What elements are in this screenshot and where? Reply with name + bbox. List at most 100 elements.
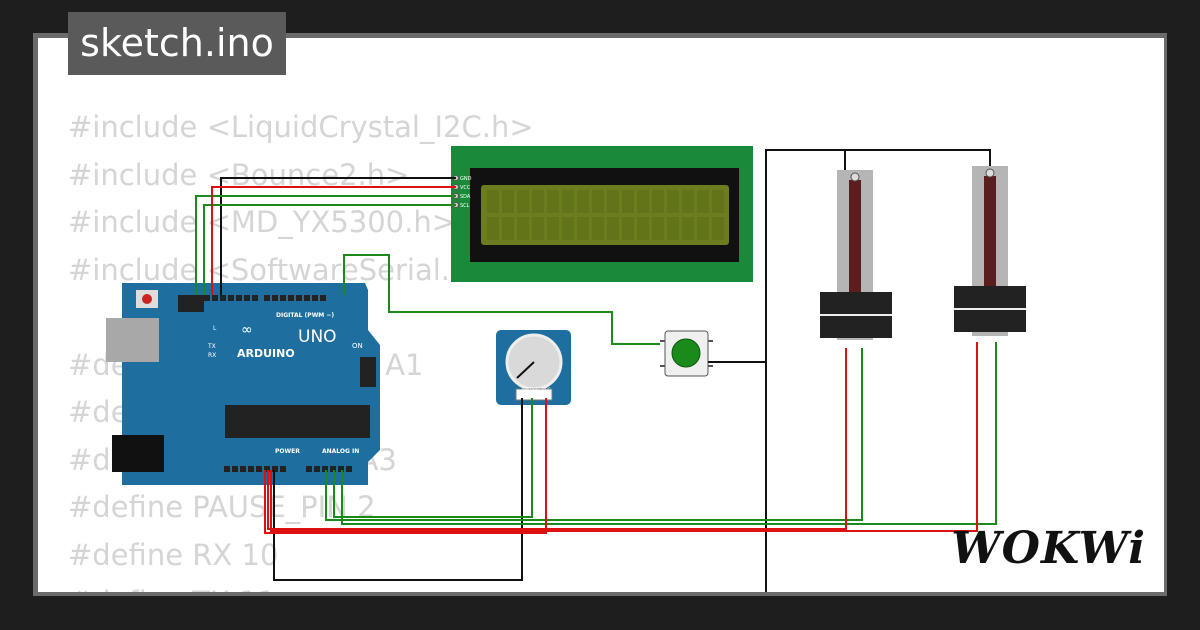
lcd-cell — [697, 217, 709, 240]
lcd-pin-label: SDA — [460, 194, 471, 200]
arduino-pin[interactable] — [240, 466, 246, 472]
lcd-cell — [622, 217, 634, 240]
wire-gnd-lcd — [220, 177, 456, 295]
arduino-pin-headers — [180, 295, 352, 472]
code-line: #include <LiquidCrystal_I2C.h> — [68, 110, 534, 144]
lcd-cell — [667, 190, 679, 213]
arduino-brand: ARDUINO — [237, 347, 295, 360]
wire-vcc-slider-2 — [270, 342, 978, 532]
l-led-label: L — [213, 325, 217, 332]
power-jack — [112, 435, 164, 472]
lcd-cell — [637, 217, 649, 240]
code-line: #include <MD_YX5300.h> — [68, 205, 457, 239]
wires — [195, 149, 997, 592]
reset-button[interactable] — [142, 294, 152, 304]
code-line: #define RX 10 — [68, 537, 279, 572]
lcd-cell — [607, 190, 619, 213]
button-cap[interactable] — [671, 338, 701, 368]
wire-slider-2-signal — [341, 342, 997, 525]
lcd-cell — [487, 217, 499, 240]
lcd-cell — [547, 217, 559, 240]
lcd-cell — [712, 190, 724, 213]
arduino-model: UNO — [298, 327, 337, 347]
pot-pin-vcc: VCC — [542, 387, 551, 392]
potentiometer[interactable]: GND SIG VCC — [496, 330, 571, 405]
code-line: #include <Bounce2.h> — [68, 157, 410, 192]
arduino-pin[interactable] — [252, 295, 258, 301]
slider-2-screw — [985, 168, 995, 178]
arduino-pin[interactable] — [264, 466, 270, 472]
wokwi-logo: WOKWi — [951, 523, 1146, 574]
arduino-pin[interactable] — [312, 295, 318, 301]
arduino-pin[interactable] — [288, 295, 294, 301]
lcd-pin-label: SCL — [460, 203, 470, 209]
wire-pot-signal — [333, 398, 533, 518]
arduino-pin[interactable] — [236, 295, 242, 301]
arduino-pin[interactable] — [296, 295, 302, 301]
lcd-cell — [532, 190, 544, 213]
wire-pause-pin — [343, 254, 660, 345]
rx-led-label: RX — [208, 352, 216, 359]
code-line: #include <SoftwareSerial.h> — [68, 252, 493, 287]
arduino-pin[interactable] — [272, 295, 278, 301]
microcontroller-chip — [225, 405, 370, 438]
arduino-pin[interactable] — [204, 295, 210, 301]
arduino-pin[interactable] — [314, 466, 320, 472]
circuit-diagram: GND VCC SDA SCL GND SIG VCC — [106, 146, 1026, 592]
lcd-cell — [592, 190, 604, 213]
icsp-header-top — [178, 295, 204, 312]
lcd-cell — [487, 190, 499, 213]
slide-potentiometer-2[interactable] — [954, 166, 1026, 336]
slider-1-screw — [850, 172, 860, 182]
arduino-uno[interactable]: ∞ ARDUINO UNO DIGITAL (PWM ~) POWER ANAL… — [106, 283, 380, 485]
arduino-logo-icon: ∞ — [241, 322, 253, 338]
slide-potentiometer-1[interactable] — [820, 170, 892, 340]
arduino-pin[interactable] — [244, 295, 250, 301]
lcd-cell — [562, 190, 574, 213]
arduino-pin[interactable] — [232, 466, 238, 472]
lcd-cell — [652, 190, 664, 213]
arduino-pin[interactable] — [264, 295, 270, 301]
lcd-cell — [592, 217, 604, 240]
lcd-cell — [517, 217, 529, 240]
arduino-pin[interactable] — [272, 466, 278, 472]
arduino-pin[interactable] — [212, 295, 218, 301]
pushbutton[interactable] — [660, 330, 713, 377]
arduino-pin[interactable] — [220, 295, 226, 301]
arduino-pin[interactable] — [224, 466, 230, 472]
lcd-cell — [652, 217, 664, 240]
file-name-tag: sketch.ino — [68, 12, 286, 75]
arduino-pin[interactable] — [256, 466, 262, 472]
lcd-cell — [712, 217, 724, 240]
power-label: POWER — [275, 448, 300, 455]
arduino-pin[interactable] — [322, 466, 328, 472]
lcd-display[interactable]: GND VCC SDA SCL — [451, 146, 753, 282]
arduino-pin[interactable] — [306, 466, 312, 472]
wire-slider-1-signal — [325, 348, 863, 521]
lcd-cell — [502, 217, 514, 240]
arduino-pin[interactable] — [338, 466, 344, 472]
wire-vcc-pot — [264, 398, 547, 534]
lcd-pin-label: GND — [460, 176, 472, 182]
lcd-cell — [502, 190, 514, 213]
lcd-cell — [682, 190, 694, 213]
arduino-pin[interactable] — [320, 295, 326, 301]
arduino-pin[interactable] — [330, 466, 336, 472]
pot-pin-header — [515, 388, 553, 401]
lcd-pin-label: VCC — [460, 185, 471, 191]
wire-vcc-slider-1 — [267, 348, 847, 530]
arduino-pin[interactable] — [304, 295, 310, 301]
wire-vcc-lcd — [211, 186, 456, 295]
arduino-pin[interactable] — [280, 466, 286, 472]
lcd-cell — [607, 217, 619, 240]
arduino-pin[interactable] — [248, 466, 254, 472]
arduino-pin[interactable] — [228, 295, 234, 301]
lcd-cell — [532, 217, 544, 240]
arduino-pin[interactable] — [280, 295, 286, 301]
lcd-cell — [637, 190, 649, 213]
arduino-pin[interactable] — [346, 466, 352, 472]
icsp-header — [360, 357, 376, 387]
analog-in-label: ANALOG IN — [322, 448, 359, 455]
tx-led-label: TX — [207, 343, 216, 350]
lcd-cell — [667, 217, 679, 240]
